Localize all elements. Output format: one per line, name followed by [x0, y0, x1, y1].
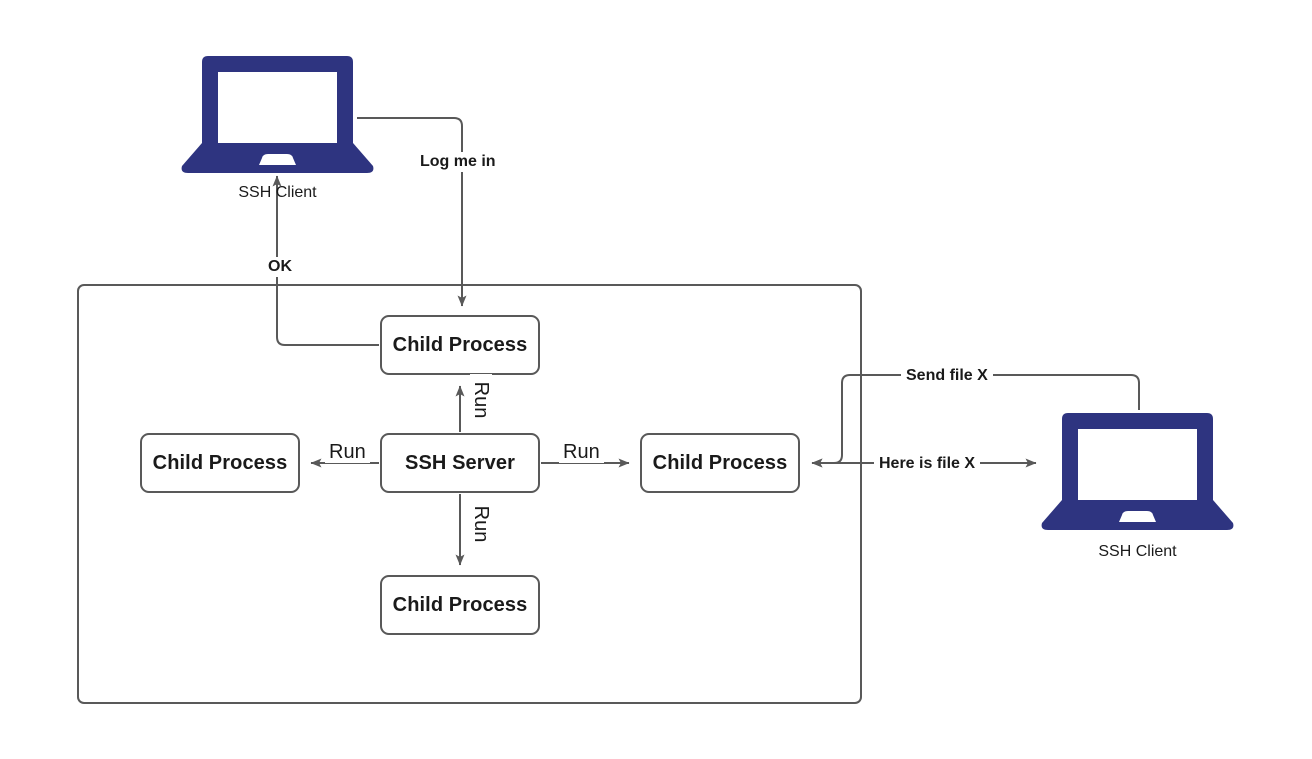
laptop-screen-bezel — [202, 56, 353, 145]
laptop-trackpad-notch — [1119, 511, 1156, 522]
edge-label-run-down: Run — [470, 498, 492, 550]
edge-ok — [272, 175, 379, 346]
edge-send-file-x — [811, 374, 1140, 468]
laptop-screen-bezel — [1062, 413, 1213, 502]
edge-label-log-me-in: Log me in — [416, 152, 500, 172]
edge-label-run-right: Run — [559, 441, 604, 463]
edge-label-ok: OK — [264, 257, 296, 277]
edge-label-here-is-file-x: Here is file X — [874, 454, 981, 474]
laptop-icon — [181, 56, 374, 173]
edge-label-run-left: Run — [325, 441, 370, 463]
laptop-trackpad-notch — [259, 154, 296, 165]
laptop-icon — [1041, 413, 1234, 530]
laptop-top-label: SSH Client — [238, 184, 317, 201]
laptop-ssh-client-right — [1040, 412, 1235, 532]
edge-label-run-up: Run — [470, 374, 492, 426]
node-child-process-right[interactable]: Child Process — [640, 433, 800, 493]
edge-label-send-file-x: Send file X — [901, 366, 993, 386]
edge-log-me-in — [357, 117, 467, 307]
node-ssh-server[interactable]: SSH Server — [380, 433, 540, 493]
node-child-process-left[interactable]: Child Process — [140, 433, 300, 493]
node-child-process-top[interactable]: Child Process — [380, 315, 540, 375]
laptop-right-label: SSH Client — [1098, 543, 1177, 560]
node-child-process-bottom[interactable]: Child Process — [380, 575, 540, 635]
laptop-ssh-client-top — [180, 55, 375, 175]
ssh-server-host-boundary — [77, 284, 862, 704]
